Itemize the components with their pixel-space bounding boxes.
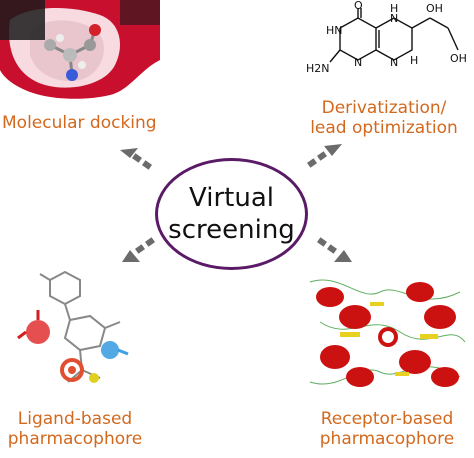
receptor-label-line1: Receptor-based (320, 409, 454, 429)
ligand-label-line1: Ligand-based (17, 409, 133, 429)
arrow-down-right (317, 237, 352, 262)
center-line1: Virtual (189, 183, 274, 213)
receptor-pharmacophore-image (309, 279, 466, 387)
derivatization-label: Derivatization/ lead optimization (296, 98, 472, 138)
atom-n3: N (390, 56, 398, 69)
atom-n1: N (390, 12, 398, 25)
ligand-label-line2: pharmacophore (7, 429, 143, 449)
arrow-up-right (307, 144, 342, 168)
arrow-down-left (122, 237, 155, 262)
atom-o: O (354, 0, 363, 12)
derivatization-label-line1: Derivatization/ (321, 98, 447, 118)
receptor-pharmacophore-label: Receptor-based pharmacophore (302, 409, 472, 449)
atom-h: H (390, 2, 398, 15)
receptor-label-line2: pharmacophore (319, 429, 455, 449)
arrow-up-left (120, 148, 152, 170)
molecular-docking-label: Molecular docking (2, 113, 157, 133)
atom-oh1: OH (426, 2, 443, 15)
ligand-pharmacophore-image (17, 270, 129, 383)
molecular-docking-image (0, 0, 160, 100)
chemical-structure: O HN H N N N H H2N OH OH (306, 0, 467, 75)
atom-hn: HN (326, 24, 343, 37)
amine-group: H2N (306, 62, 330, 75)
virtual-screening-ellipse: Virtual screening (155, 158, 308, 270)
atom-n2: N (354, 56, 362, 69)
atom-oh2: OH (450, 52, 467, 65)
derivatization-label-line2: lead optimization (310, 118, 458, 138)
center-line2: screening (168, 215, 295, 245)
atom-h-ring: H (410, 54, 418, 67)
ligand-pharmacophore-label: Ligand-based pharmacophore (0, 409, 150, 449)
